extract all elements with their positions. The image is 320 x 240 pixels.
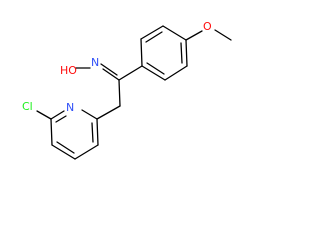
bond — [118, 79, 121, 107]
bond — [81, 109, 98, 120]
chloropyridine-ring — [50, 109, 99, 160]
pyridine-nitrogen-label: N — [66, 101, 74, 114]
bond — [140, 38, 143, 67]
bond — [55, 115, 67, 123]
chlorine-label: Cl — [22, 100, 33, 113]
methoxy-oxygen-label: O — [203, 20, 212, 33]
bond — [50, 110, 65, 120]
bond — [118, 65, 143, 81]
bond — [185, 39, 188, 67]
chemical-structure: O N HO N Cl — [22, 20, 232, 160]
bond — [185, 30, 203, 41]
bond — [36, 110, 52, 120]
bond — [51, 144, 76, 160]
bond — [141, 65, 166, 81]
bond — [96, 105, 121, 120]
bond — [140, 25, 164, 40]
bond — [146, 62, 165, 75]
bond — [180, 42, 183, 64]
bond — [91, 122, 94, 143]
bond — [56, 141, 75, 154]
bond — [214, 29, 232, 41]
bond — [145, 31, 163, 43]
bond — [96, 118, 99, 146]
bond — [100, 63, 118, 76]
methoxyphenyl-ring — [140, 25, 188, 81]
oxime-nitrogen-label: N — [91, 56, 99, 69]
bond — [102, 68, 120, 81]
bond — [164, 65, 188, 81]
bond — [74, 144, 99, 160]
bond — [50, 118, 53, 146]
hydroxyl-oxygen-label: HO — [60, 64, 77, 77]
bond — [162, 25, 187, 41]
